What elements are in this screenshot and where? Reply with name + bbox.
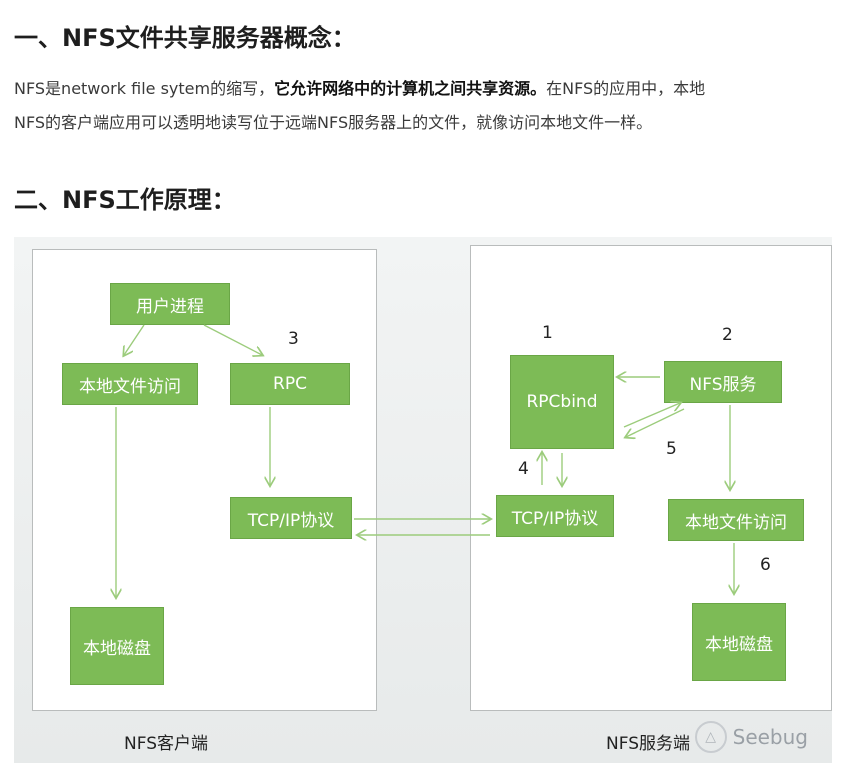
arrow-user-to-rpc bbox=[203, 324, 262, 355]
step-number-4: 4 bbox=[518, 459, 529, 479]
server-rpcbind-box: RPCbind bbox=[510, 355, 614, 449]
intro-text-bold: 它允许网络中的计算机之间共享资源。 bbox=[274, 79, 547, 98]
watermark-text: Seebug bbox=[732, 725, 808, 749]
seebug-watermark: △ Seebug bbox=[694, 721, 808, 753]
client-user-process-box: 用户进程 bbox=[110, 283, 230, 325]
server-local-disk-box: 本地磁盘 bbox=[692, 603, 786, 681]
server-local-file-access-box: 本地文件访问 bbox=[668, 499, 804, 541]
arrow-user-to-local bbox=[124, 324, 145, 355]
step-number-3: 3 bbox=[288, 329, 299, 349]
seebug-logo-icon: △ bbox=[694, 721, 727, 753]
server-nfs-service-box: NFS服务 bbox=[664, 361, 782, 403]
intro-paragraph-line2: NFS的客户端应用可以透明地读写位于远端NFS服务器上的文件，就像访问本地文件一… bbox=[14, 113, 653, 132]
arrow-nfs-to-rpcbind-5 bbox=[626, 408, 685, 437]
client-local-disk-box: 本地磁盘 bbox=[70, 607, 164, 685]
client-local-file-access-box: 本地文件访问 bbox=[62, 363, 198, 405]
intro-text-b: 在NFS的应用中，本地 bbox=[546, 79, 706, 98]
intro-paragraph-line1: NFS是network file sytem的缩写，它允许网络中的计算机之间共享… bbox=[14, 72, 844, 106]
step-number-6: 6 bbox=[760, 555, 771, 575]
arrow-rpcbind-to-nfs bbox=[623, 403, 680, 428]
nfs-diagram: 用户进程 本地文件访问 RPC TCP/IP协议 本地磁盘 RPCbind NF… bbox=[14, 237, 832, 763]
client-tcpip-box: TCP/IP协议 bbox=[230, 497, 352, 539]
server-tcpip-box: TCP/IP协议 bbox=[496, 495, 614, 537]
client-caption: NFS客户端 bbox=[124, 734, 208, 754]
heading-nfs-principle: 二、NFS工作原理： bbox=[14, 186, 236, 214]
intro-text-a: NFS是network file sytem的缩写， bbox=[14, 79, 275, 98]
diagram-arrows bbox=[14, 324, 832, 763]
heading-nfs-concept: 一、NFS文件共享服务器概念： bbox=[14, 24, 356, 52]
step-number-1: 1 bbox=[542, 323, 553, 343]
server-caption: NFS服务端 bbox=[606, 734, 690, 754]
client-rpc-box: RPC bbox=[230, 363, 350, 405]
step-number-2: 2 bbox=[722, 325, 733, 345]
step-number-5: 5 bbox=[666, 439, 677, 459]
